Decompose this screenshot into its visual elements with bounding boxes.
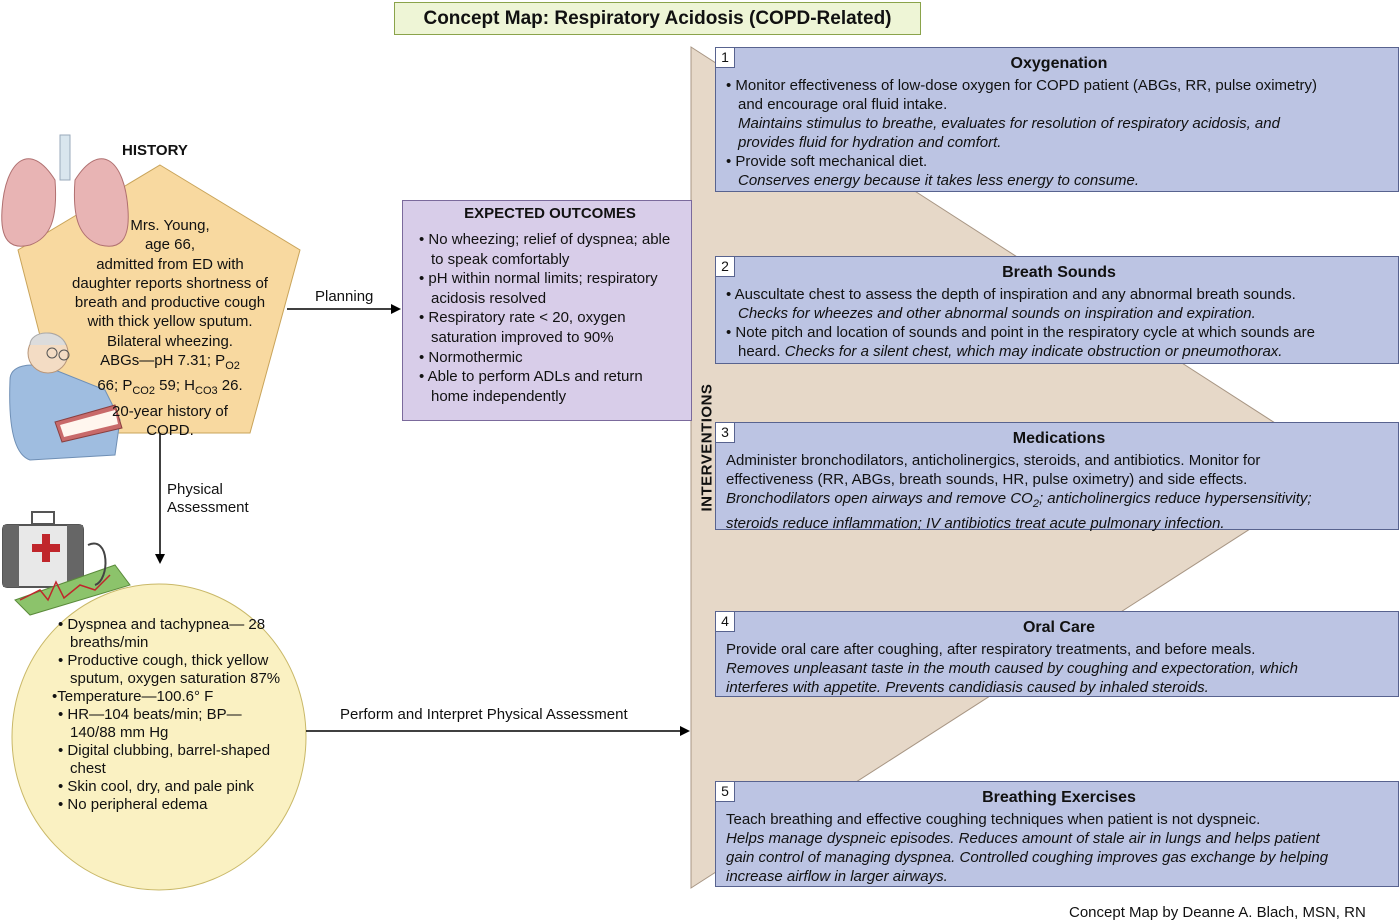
intervention-title: Oral Care: [1022, 619, 1096, 636]
intervention-rationale: Bronchodilators open airways and remove …: [726, 489, 1392, 514]
intervention-rationale: Maintains stimulus to breathe, evaluates…: [738, 115, 1280, 132]
intervention-rationale: Checks for a silent chest, which may ind…: [784, 343, 1283, 360]
history-line: age 66,: [144, 236, 196, 254]
assessment-item: •Temperature—100.6° F: [52, 688, 214, 705]
intervention-text: • Monitor effectiveness of low-dose oxyg…: [726, 77, 1318, 94]
intervention-rationale: Removes unpleasant taste in the mouth ca…: [726, 660, 1299, 677]
intervention-text: • Note pitch and location of sounds and …: [726, 324, 1315, 341]
assessment-item: • Skin cool, dry, and pale pink: [58, 778, 254, 795]
assessment-item: • HR—104 beats/min; BP— 140/88 mm Hg: [58, 706, 242, 741]
abg-text: ABGs—pH 7.31; P: [100, 352, 226, 370]
assessment-item: • Productive cough, thick yellow sputum,…: [58, 652, 281, 687]
outcome-item: • Respiratory rate < 20, oxygen saturati…: [419, 309, 626, 346]
intervention-oxygenation: 1 Oxygenation • Monitor effectiveness of…: [715, 47, 1399, 192]
intervention-rationale: provides fluid for hydration and comfort…: [738, 134, 1002, 151]
planning-label: Planning: [315, 288, 374, 305]
assessment-label: Assessment: [167, 499, 249, 516]
intervention-rationale: increase airflow in larger airways.: [726, 868, 948, 885]
outcome-item: • Normothermic: [419, 348, 523, 366]
interventions-label: INTERVENTIONS: [698, 383, 716, 512]
medical-kit-icon: [2, 511, 131, 616]
patient-illustration: [9, 332, 123, 461]
assessment-item: • Dyspnea and tachypnea— 28 breaths/min: [58, 616, 266, 651]
abg-text: 59; H: [154, 377, 196, 395]
credit-text: Concept Map by Deanne A. Blach, MSN, RN: [1069, 904, 1366, 921]
lungs-icon: [1, 134, 129, 247]
abg-sub: CO2: [132, 385, 155, 398]
perform-label: Perform and Interpret Physical Assessmen…: [340, 706, 628, 723]
intervention-title: Oxygenation: [1010, 55, 1108, 72]
history-line: breath and productive cough: [74, 294, 266, 312]
history-line: daughter reports shortness of: [72, 274, 268, 292]
rationale-part: Bronchodilators open airways and remove …: [726, 490, 1033, 507]
abg-sub: O2: [225, 360, 240, 373]
intervention-number: 4: [716, 612, 735, 632]
outcomes-heading: EXPECTED OUTCOMES: [464, 205, 636, 222]
intervention-rationale: steroids reduce inflammation; IV antibio…: [726, 515, 1225, 532]
history-abg-line-2: 66; PCO2 59; HCO3 26.: [40, 376, 300, 401]
intervention-number: 2: [716, 257, 735, 277]
intervention-title: Breathing Exercises: [982, 789, 1136, 806]
history-line: with thick yellow sputum.: [87, 313, 253, 331]
intervention-rationale: Conserves energy because it takes less e…: [738, 172, 1140, 189]
intervention-rationale: gain control of managing dyspnea. Contro…: [726, 849, 1329, 866]
abg-text: 66; P: [97, 377, 133, 395]
outcome-item: • Able to perform ADLs and return home i…: [419, 368, 643, 405]
intervention-oral-care: 4 Oral Care Provide oral care after coug…: [715, 611, 1399, 697]
history-text: Mrs. Young, age 66, admitted from ED wit…: [40, 216, 300, 440]
history-line: Bilateral wheezing.: [107, 332, 233, 350]
assessment-list: • Dyspnea and tachypnea— 28 breaths/min …: [52, 616, 288, 814]
assessment-item: • Digital clubbing, barrel-shaped chest: [58, 742, 271, 777]
intervention-text: Teach breathing and effective coughing t…: [726, 811, 1261, 828]
intervention-text: • Provide soft mechanical diet.: [726, 153, 928, 170]
intervention-title: Breath Sounds: [1002, 264, 1116, 281]
assessment-ellipse: [11, 583, 307, 891]
history-abg-line: ABGs—pH 7.31; PO2: [40, 351, 300, 376]
physical-label: Physical: [167, 481, 223, 498]
intervention-text: Provide oral care after coughing, after …: [726, 641, 1256, 658]
intervention-number: 5: [716, 782, 735, 802]
history-line: COPD.: [146, 421, 194, 439]
outcome-item: • pH within normal limits; respiratory a…: [419, 270, 658, 307]
intervention-rationale: interferes with appetite. Prevents candi…: [726, 679, 1209, 696]
history-line: Mrs. Young,: [130, 217, 210, 234]
abg-sub: CO3: [195, 385, 218, 398]
intervention-title: Medications: [1012, 430, 1106, 447]
history-line: 20-year history of: [112, 402, 228, 420]
intervention-text: effectiveness (RR, ABGs, breath sounds, …: [726, 471, 1248, 488]
page-title: Concept Map: Respiratory Acidosis (COPD-…: [394, 2, 921, 35]
intervention-breath-sounds: 2 Breath Sounds • Auscultate chest to as…: [715, 256, 1399, 364]
intervention-rationale: Helps manage dyspneic episodes. Reduces …: [726, 830, 1320, 847]
intervention-text: and encourage oral fluid intake.: [738, 96, 948, 113]
history-line: admitted from ED with: [96, 255, 244, 273]
abg-text: 26.: [217, 377, 243, 395]
intervention-medications: 3 Medications Administer bronchodilators…: [715, 422, 1399, 532]
rationale-part: ; anticholinergics reduce hypersensitivi…: [1038, 490, 1312, 507]
expected-outcomes-box: EXPECTED OUTCOMES • No wheezing; relief …: [402, 200, 692, 421]
intervention-text: • Auscultate chest to assess the depth o…: [726, 286, 1296, 303]
intervention-number: 3: [716, 423, 735, 443]
intervention-text: Administer bronchodilators, anticholiner…: [726, 452, 1261, 469]
intervention-text: heard.: [738, 343, 781, 360]
history-heading: HISTORY: [122, 142, 188, 159]
rationale-sub: 2: [1032, 498, 1039, 510]
intervention-rationale: Checks for wheezes and other abnormal so…: [738, 305, 1256, 322]
intervention-number: 1: [716, 48, 735, 68]
intervention-breathing-exercises: 5 Breathing Exercises Teach breathing an…: [715, 781, 1399, 887]
assessment-item: • No peripheral edema: [58, 796, 208, 813]
outcome-item: • No wheezing; relief of dyspnea; able t…: [419, 231, 671, 268]
